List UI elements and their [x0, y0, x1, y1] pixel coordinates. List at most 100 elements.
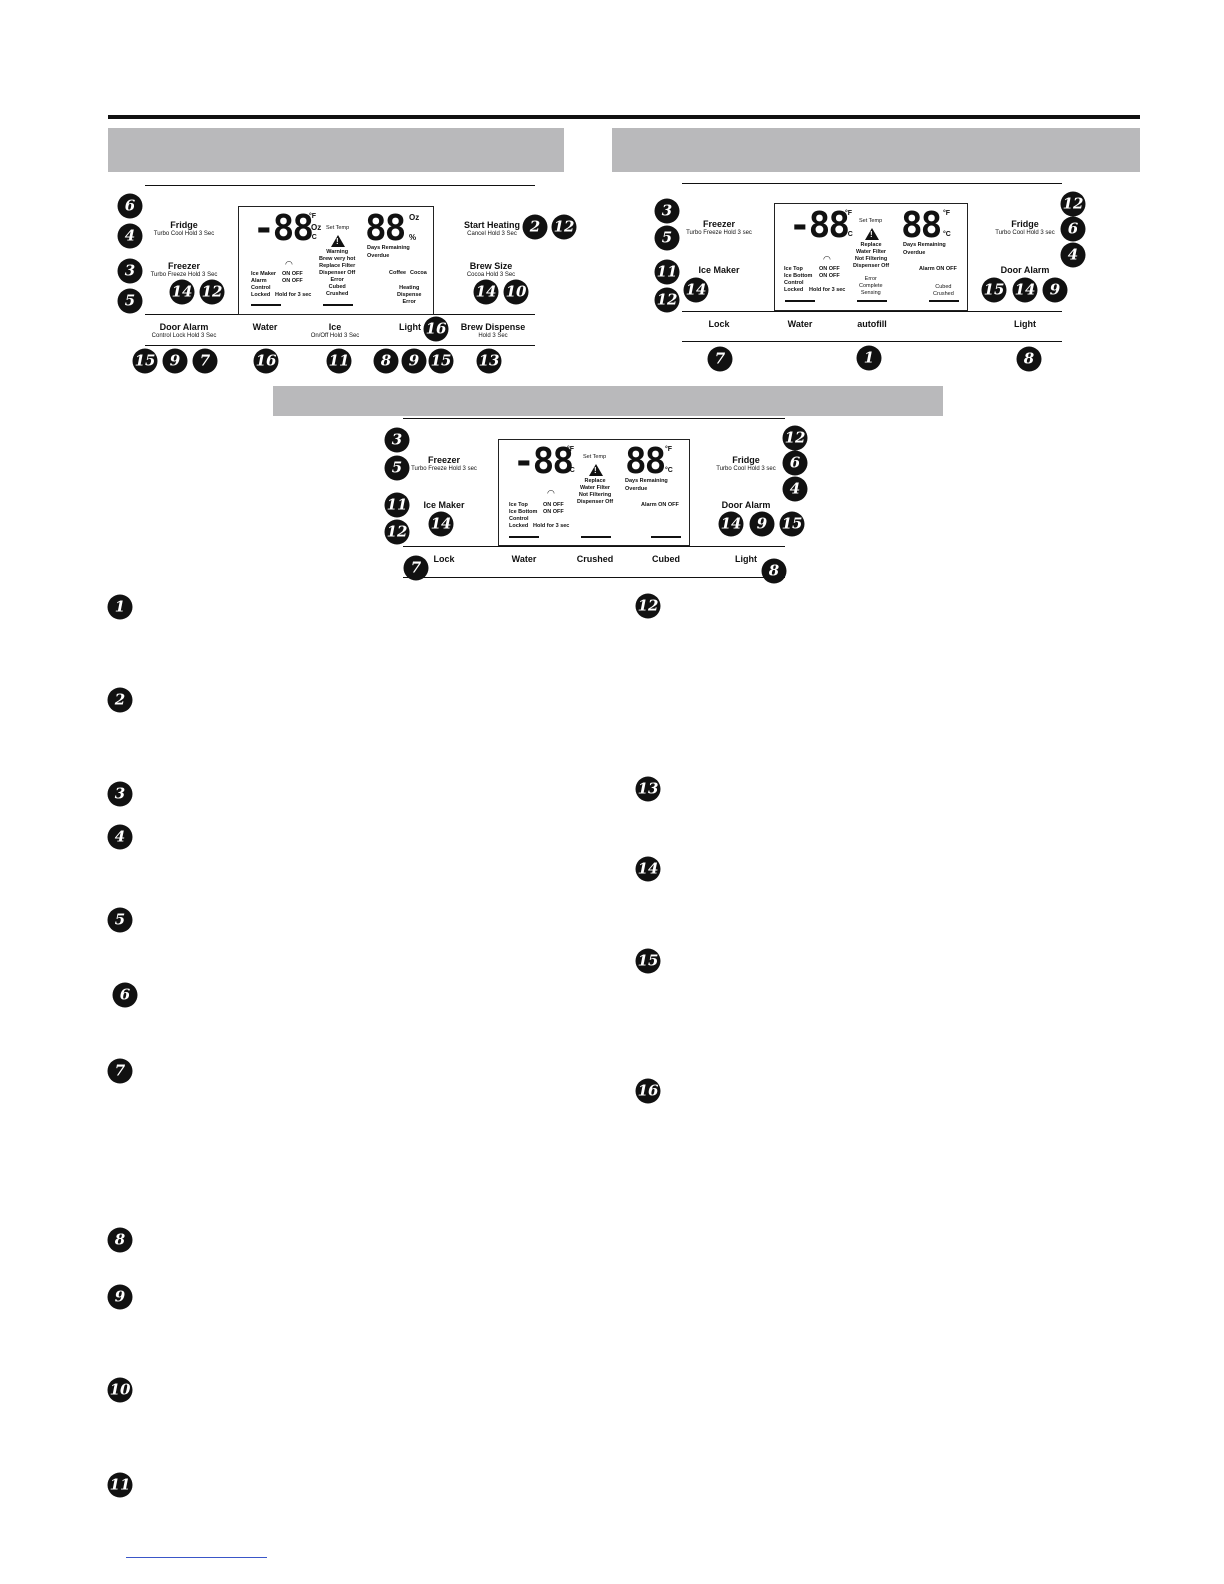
callout-marker: 12 [384, 519, 410, 545]
panel1-cocoa: Cocoa [410, 270, 427, 276]
legend-item-marker: 4 [107, 824, 133, 850]
legend-item-marker: 3 [107, 781, 133, 807]
callout-marker: 4 [1060, 242, 1086, 268]
panel3-cubed-button[interactable]: Cubed [652, 554, 680, 564]
panel1-fridge-button[interactable]: Fridge Turbo Cool Hold 3 Sec [153, 220, 215, 237]
callout-marker: 5 [654, 225, 680, 251]
legend-item-marker: 15 [635, 948, 661, 974]
panel3-crushed-button[interactable]: Crushed [576, 554, 614, 564]
panel3-digits-right: 88 [625, 441, 666, 482]
panel2-set-temp: Set Temp [859, 218, 883, 224]
callout-marker: 16 [253, 348, 279, 374]
panel3-status-block: Replace Water Filter Not Filtering Dispe… [577, 478, 614, 505]
panel1-heating-block: Heating Dispense Error [397, 285, 422, 305]
panel1-indicator-bar-2 [323, 304, 353, 306]
panel2-lock-button[interactable]: Lock [708, 319, 730, 329]
panel1-display: -88 °F Oz °C Set Temp Warning Brew very … [238, 206, 434, 315]
callout-marker: 14 [473, 279, 499, 305]
wifi-icon: ◠ [285, 259, 293, 269]
panel2-cubed-crushed: Cubed Crushed [933, 284, 954, 297]
callout-marker: 14 [683, 277, 709, 303]
panel2-overdue: Overdue [903, 250, 926, 256]
callout-marker: 5 [384, 455, 410, 481]
callout-marker: 1 [856, 345, 882, 371]
callout-marker: 6 [1060, 216, 1086, 242]
panel3-alarm-on-off: Alarm ON OFF [641, 502, 679, 508]
legend-item-marker: 8 [107, 1227, 133, 1253]
legend-item-marker: 5 [107, 907, 133, 933]
callout-marker: 3 [117, 258, 143, 284]
panel1-freezer-button[interactable]: Freezer Turbo Freeze Hold 3 Sec [150, 261, 218, 278]
panel3-unit-c-right: °C [665, 467, 673, 474]
panel3-fridge-button[interactable]: Fridge Turbo Cool Hold 3 sec [716, 455, 776, 472]
callout-marker: 15 [779, 511, 805, 537]
panel2-digits-right: 88 [901, 205, 942, 246]
panel1-indicator-bar-1 [251, 304, 281, 306]
panel3-water-button[interactable]: Water [511, 554, 537, 564]
callout-marker: 12 [1060, 191, 1086, 217]
panel1-start-heating-button[interactable]: Start Heating Cancel Hold 3 Sec [463, 220, 521, 237]
panel3-door-alarm-button[interactable]: Door Alarm [721, 500, 771, 510]
panel1-unit-c: °C [309, 234, 317, 241]
panel3-unit-c: °C [567, 467, 575, 474]
callout-marker: 12 [782, 425, 808, 451]
panel1-unit-f: °F [309, 213, 317, 220]
panel2-indicator-bar-3 [929, 300, 959, 302]
panel1-temp-digits-left: -88 [253, 208, 314, 249]
panel3-unit-f: °F [567, 446, 575, 453]
panel1-water-button[interactable]: Water [252, 322, 278, 332]
panel2-fridge-button[interactable]: Fridge Turbo Cool Hold 3 sec [995, 219, 1055, 236]
callout-marker: 15 [981, 277, 1007, 303]
panel1-unit-oz: Oz [311, 223, 322, 232]
callout-marker: 7 [192, 348, 218, 374]
panel1-ice-button[interactable]: Ice On/Off Hold 3 Sec [310, 322, 360, 339]
panel3-ice-maker-button[interactable]: Ice Maker [423, 500, 465, 510]
panel1-light-button[interactable]: Light [399, 322, 421, 332]
panel2-mid-line [682, 311, 1062, 312]
panel2-door-alarm-button[interactable]: Door Alarm [1000, 265, 1050, 275]
panel3-freezer-button[interactable]: Freezer Turbo Freeze Hold 3 sec [411, 455, 477, 472]
panel1-set-temp: Set Temp [326, 225, 350, 231]
panel3-light-button[interactable]: Light [735, 554, 757, 564]
callout-marker: 5 [117, 288, 143, 314]
panel1-door-alarm-button[interactable]: Door Alarm Control Lock Hold 3 Sec [151, 322, 217, 339]
panel2-unit-c-right: °C [943, 231, 951, 238]
warning-icon [589, 464, 603, 476]
callout-marker: 6 [782, 450, 808, 476]
panel2-freezer-button[interactable]: Freezer Turbo Freeze Hold 3 sec [686, 219, 752, 236]
panel3-lock-button[interactable]: Lock [433, 554, 455, 564]
panel2-autofill-button[interactable]: autofill [857, 319, 887, 329]
callout-marker: 8 [761, 558, 787, 584]
panel3-onoff-2: ON OFF [543, 509, 564, 515]
legend-item-marker: 1 [107, 594, 133, 620]
footer-link-underline [126, 1557, 267, 1558]
legend-item-marker: 10 [107, 1377, 133, 1403]
panel1-oz-right: Oz [409, 213, 420, 222]
panel1-status-warning: Warning Brew very hot Replace Filter Dis… [319, 249, 356, 297]
panel2-status-block: Replace Water Filter Not Filtering Dispe… [853, 242, 890, 269]
legend-item-marker: 9 [107, 1284, 133, 1310]
legend-item-marker: 14 [635, 856, 661, 882]
panel1-brew-dispense-button[interactable]: Brew Dispense Hold 3 Sec [460, 322, 526, 339]
panel3-indicator-bar-2 [581, 536, 611, 538]
callout-marker: 12 [199, 279, 225, 305]
section-header-band-center [273, 386, 943, 416]
legend-item-marker: 11 [107, 1472, 133, 1498]
panel1-digits-right: 88 [365, 208, 406, 249]
panel2-ice-maker-button[interactable]: Ice Maker [698, 265, 740, 275]
panel2-light-button[interactable]: Light [1014, 319, 1036, 329]
callout-marker: 8 [1016, 346, 1042, 372]
panel1-brew-size-button[interactable]: Brew Size Cocoa Hold 3 Sec [466, 261, 516, 278]
panel2-onoff-1: ON OFF [819, 266, 840, 272]
panel2-indicator-bar-1 [785, 300, 815, 302]
panel2-water-button[interactable]: Water [787, 319, 813, 329]
callout-marker: 10 [503, 279, 529, 305]
panel1-onoff-2: ON OFF [282, 278, 303, 284]
callout-marker: 15 [428, 348, 454, 374]
panel2-unit-f-right: °F [943, 210, 951, 217]
section-header-band-right [612, 128, 1140, 172]
panel3-hold: Hold for 3 sec [533, 523, 570, 529]
callout-marker: 6 [117, 193, 143, 219]
wifi-icon: ◠ [823, 254, 831, 264]
panel2-unit-f: °F [845, 210, 853, 217]
